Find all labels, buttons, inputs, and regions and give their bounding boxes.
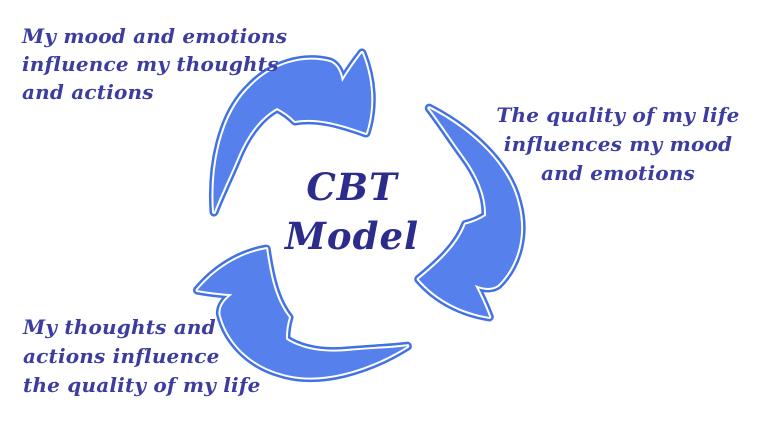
label-line: The quality of my life xyxy=(496,103,740,127)
diagram-title: CBT Model xyxy=(252,163,452,261)
label-line: My thoughts and xyxy=(23,315,216,339)
label-line: My mood and emotions xyxy=(22,24,288,48)
diagram-title-line2: Model xyxy=(284,214,420,258)
label-line: and actions xyxy=(22,80,154,104)
label-line: the quality of my life xyxy=(23,373,261,397)
label-life-influences-mood: The quality of my life influences my moo… xyxy=(468,101,768,188)
label-line: influences my mood xyxy=(503,132,733,156)
diagram-title-line1: CBT xyxy=(306,165,398,209)
label-line: influence my thoughts xyxy=(22,52,279,76)
label-line: actions influence xyxy=(23,344,220,368)
label-thoughts-influence-life: My thoughts and actions influence the qu… xyxy=(23,313,261,400)
label-mood-influences-thoughts: My mood and emotions influence my though… xyxy=(22,22,287,106)
label-line: and emotions xyxy=(540,161,696,185)
